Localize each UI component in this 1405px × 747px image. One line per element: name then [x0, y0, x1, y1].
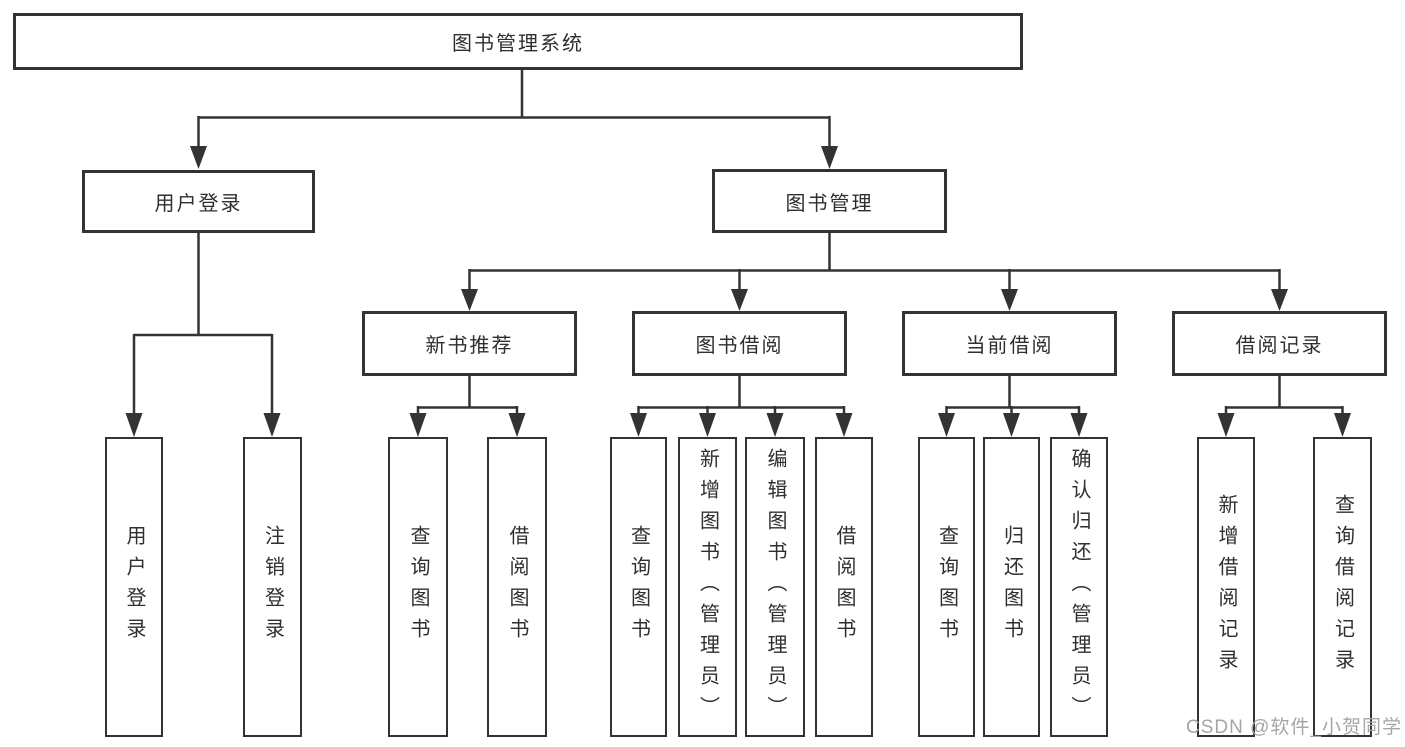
- node-borrowing-records: 借阅记录: [1172, 311, 1387, 376]
- leaf-borrow-books-2: 借阅图书: [815, 437, 873, 737]
- node-new-book-recommend: 新书推荐: [362, 311, 577, 376]
- leaf-query-books-2: 查询图书: [610, 437, 667, 737]
- node-user-login: 用户登录: [82, 170, 315, 233]
- leaf-query-borrow-record: 查询借阅记录: [1313, 437, 1372, 737]
- leaf-borrow-books: 借阅图书: [487, 437, 547, 737]
- leaf-user-login: 用户登录: [105, 437, 163, 737]
- leaf-add-book-admin: 新增图书（管理员）: [678, 437, 737, 737]
- leaf-logout: 注销登录: [243, 437, 302, 737]
- node-book-management: 图书管理: [712, 169, 947, 233]
- node-book-borrowing: 图书借阅: [632, 311, 847, 376]
- leaf-confirm-return-admin: 确认归还（管理员）: [1050, 437, 1108, 737]
- leaf-return-books: 归还图书: [983, 437, 1040, 737]
- watermark: CSDN @软件_小贺同学: [1186, 717, 1402, 738]
- leaf-query-books-3: 查询图书: [918, 437, 975, 737]
- leaf-add-borrow-record: 新增借阅记录: [1197, 437, 1255, 737]
- arrowhead-group: [125, 146, 1351, 437]
- leaf-edit-book-admin: 编辑图书（管理员）: [745, 437, 805, 737]
- node-current-borrowing: 当前借阅: [902, 311, 1117, 376]
- node-library-system: 图书管理系统: [13, 13, 1023, 70]
- leaf-query-books: 查询图书: [388, 437, 448, 737]
